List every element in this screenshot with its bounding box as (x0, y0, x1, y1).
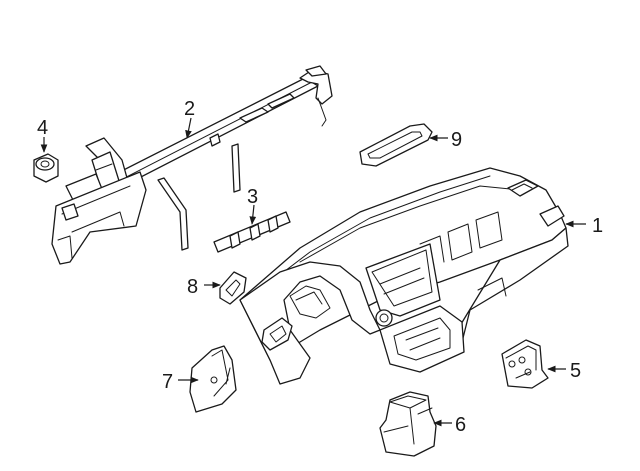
bushing-part[interactable] (33, 153, 59, 183)
leader-lines (40, 117, 586, 427)
callout-4: 4 (37, 117, 48, 139)
callout-6: 6 (455, 414, 466, 436)
callout-2: 2 (184, 98, 195, 120)
callout-3: 3 (247, 186, 258, 208)
leader-2 (185, 117, 192, 139)
callout-labels: 1 2 3 4 5 6 7 8 9 (37, 98, 603, 436)
callout-1: 1 (592, 215, 603, 237)
callout-7: 7 (162, 371, 173, 393)
control-module-part[interactable] (379, 391, 437, 457)
end-cap-part[interactable] (189, 345, 237, 413)
module-bracket-part[interactable] (501, 339, 549, 389)
callout-9: 9 (451, 129, 462, 151)
leader-3 (249, 204, 257, 225)
vent-grille-part[interactable] (219, 271, 247, 305)
callout-5: 5 (570, 360, 581, 382)
trim-bezel-part[interactable] (359, 123, 433, 167)
bracket-part[interactable] (213, 211, 291, 253)
cross-car-beam-part[interactable] (51, 65, 333, 265)
callout-8: 8 (187, 276, 198, 298)
instrument-panel-part[interactable] (239, 167, 569, 385)
